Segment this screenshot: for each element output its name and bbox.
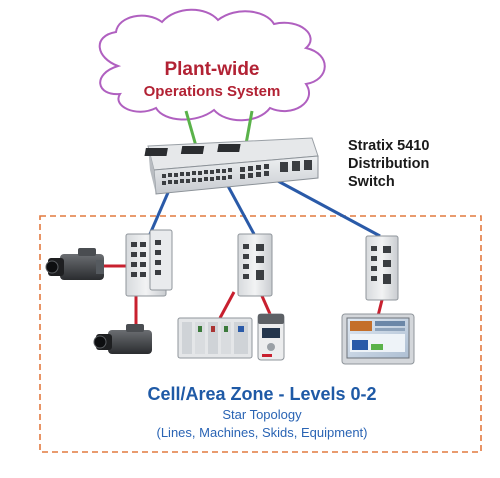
zone-title: Cell/Area Zone - Levels 0-2	[147, 384, 376, 404]
zone-subtitle: Star Topology	[222, 407, 302, 422]
zone-caption: (Lines, Machines, Skids, Equipment)	[157, 425, 368, 440]
access-switch-left	[125, 229, 173, 297]
switch-label-line2: Distribution	[348, 156, 429, 172]
video-camera-top	[45, 248, 104, 280]
star-link-right	[275, 178, 381, 238]
device-link-drive	[260, 295, 272, 315]
device-link-plc	[218, 291, 236, 319]
star-link-center	[226, 185, 256, 235]
hmi-operator-panel	[341, 313, 415, 365]
cloud-shape	[98, 8, 326, 122]
uplink-line-right	[244, 110, 254, 145]
variable-frequency-drive	[257, 313, 285, 361]
cell-area-zone-border	[39, 215, 482, 453]
access-switch-right	[365, 235, 399, 301]
switch-label-line1: Stratix 5410	[348, 138, 429, 154]
switch-label-line3: Switch	[348, 174, 395, 190]
cloud-title-line2: Operations System	[144, 83, 281, 100]
video-camera-bottom	[93, 324, 152, 354]
stratix-distribution-switch	[144, 137, 319, 195]
star-link-left	[148, 187, 172, 235]
cloud-title-line1: Plant-wide	[164, 59, 259, 80]
access-switch-center	[237, 233, 273, 297]
uplink-line-left	[184, 110, 198, 147]
device-link-hmi	[376, 299, 384, 317]
plc-controller	[177, 317, 253, 359]
